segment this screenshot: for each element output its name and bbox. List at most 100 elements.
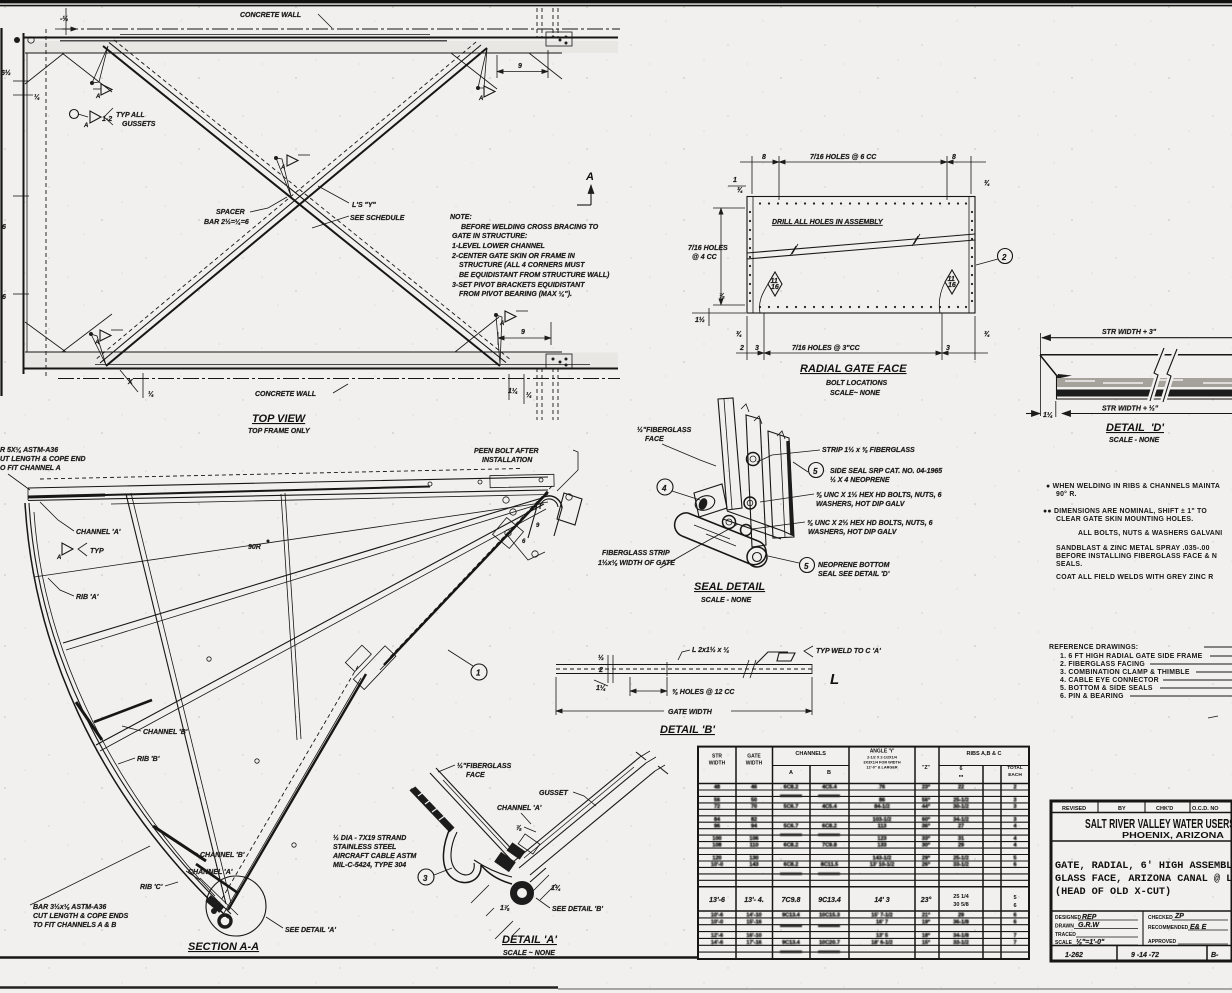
svg-text:56°: 56°	[922, 797, 930, 803]
svg-text:10C20.7: 10C20.7	[819, 940, 840, 946]
svg-text:STR WIDTH + ½": STR WIDTH + ½"	[1102, 405, 1159, 413]
svg-text:STR WIDTH + 3": STR WIDTH + 3"	[1102, 329, 1157, 336]
svg-text:7C9.8: 7C9.8	[782, 897, 801, 904]
svg-text:SALT RIVER VALLEY WATER USERS': SALT RIVER VALLEY WATER USERS'	[1085, 817, 1232, 831]
svg-text:3: 3	[423, 874, 428, 883]
svg-text:90° R.: 90° R.	[1056, 490, 1077, 498]
svg-text:123: 123	[877, 836, 886, 842]
svg-text:CHK'D: CHK'D	[1156, 806, 1173, 812]
svg-text:9C13.4: 9C13.4	[818, 897, 841, 904]
svg-text:15' 7-1/2: 15' 7-1/2	[871, 913, 893, 919]
svg-text:SEE DETAIL 'A': SEE DETAIL 'A'	[285, 927, 336, 934]
svg-text:29: 29	[958, 843, 964, 849]
svg-text:86: 86	[879, 797, 885, 803]
svg-text:16'-10: 16'-10	[746, 933, 761, 939]
svg-text:2-CENTER GATE SKIN OR FRAME IN: 2-CENTER GATE SKIN OR FRAME IN	[451, 253, 576, 260]
svg-text:TOP VIEW: TOP VIEW	[252, 413, 307, 425]
svg-text:DRILL ALL HOLES IN ASSEMBLY: DRILL ALL HOLES IN ASSEMBLY	[772, 219, 884, 226]
svg-text:RIBS A,B & C: RIBS A,B & C	[967, 751, 1002, 757]
svg-text:TYP ALL: TYP ALL	[116, 112, 145, 119]
svg-text:WASHERS, HOT DIP GALV: WASHERS, HOT DIP GALV	[816, 501, 906, 508]
svg-text:143-1/2: 143-1/2	[873, 856, 892, 862]
svg-text:2: 2	[739, 345, 744, 352]
svg-text:SEE SCHEDULE: SEE SCHEDULE	[350, 215, 405, 222]
svg-text:COAT ALL FIELD WELDS WITH GREY: COAT ALL FIELD WELDS WITH GREY ZINC R	[1056, 574, 1214, 581]
svg-text:FACE: FACE	[466, 772, 485, 779]
svg-text:RIB 'C': RIB 'C'	[140, 884, 163, 891]
svg-text:SCALE~ NONE: SCALE~ NONE	[830, 390, 880, 397]
svg-text:PHOENIX, ARIZONA: PHOENIX, ARIZONA	[1122, 830, 1224, 840]
svg-text:5: 5	[1013, 895, 1016, 901]
svg-text:¾: ¾	[984, 331, 990, 338]
svg-text:11: 11	[771, 278, 778, 285]
svg-text:FROM PIVOT BEARING (MAX ¼").: FROM PIVOT BEARING (MAX ¼").	[459, 291, 572, 298]
svg-text:3: 3	[755, 345, 759, 352]
svg-text:5C6.7: 5C6.7	[784, 823, 799, 829]
svg-text:●● DIMENSIONS ARE NOMINAL, SHI: ●● DIMENSIONS ARE NOMINAL, SHIFT ± 1" TO	[1043, 508, 1207, 515]
svg-text:WIDTH: WIDTH	[709, 761, 726, 767]
svg-text:70: 70	[751, 804, 757, 810]
svg-text:CHANNEL 'A': CHANNEL 'A'	[497, 805, 542, 812]
svg-text:16' 7: 16' 7	[876, 919, 888, 925]
svg-text:@ 4 CC: @ 4 CC	[692, 254, 718, 261]
svg-text:¼: ¼	[526, 392, 532, 399]
svg-text:15°: 15°	[922, 940, 930, 946]
svg-text:6C8.2: 6C8.2	[784, 785, 799, 791]
svg-text:L: L	[830, 671, 839, 688]
svg-text:6: 6	[2, 294, 6, 301]
svg-text:9 -14 -72: 9 -14 -72	[1131, 952, 1159, 959]
svg-text:106: 106	[749, 836, 758, 842]
svg-text:RADIAL GATE FACE: RADIAL GATE FACE	[800, 363, 907, 375]
svg-text:6. PIN & BEARING: 6. PIN & BEARING	[1060, 693, 1124, 700]
svg-text:½: ½	[598, 654, 604, 662]
svg-text:DETAIL 'A': DETAIL 'A'	[502, 934, 557, 946]
svg-text:SCALE: SCALE	[1055, 940, 1073, 946]
svg-text:NOTE:: NOTE:	[450, 214, 472, 221]
svg-text:TYP WELD TO C 'A': TYP WELD TO C 'A'	[816, 648, 881, 655]
svg-text:7/16 HOLES: 7/16 HOLES	[688, 245, 728, 252]
svg-text:SEAL DETAIL: SEAL DETAIL	[694, 581, 765, 593]
svg-text:DETAIL 'B': DETAIL 'B'	[660, 724, 715, 736]
svg-text:⅜ UNC X 1½ HEX HD BOLTS, NUTS,: ⅜ UNC X 1½ HEX HD BOLTS, NUTS, 6	[816, 491, 942, 499]
svg-text:CONCRETE WALL: CONCRETE WALL	[240, 12, 301, 19]
svg-text:BAR 2½=¼=6: BAR 2½=¼=6	[204, 218, 249, 226]
svg-text:O FIT CHANNEL A: O FIT CHANNEL A	[0, 465, 61, 472]
svg-text:6½: 6½	[1, 69, 11, 77]
svg-text:AIRCRAFT CABLE ASTM: AIRCRAFT CABLE ASTM	[332, 853, 417, 860]
svg-text:●●: ●●	[959, 773, 964, 778]
svg-text:10'-0: 10'-0	[711, 919, 723, 925]
svg-text:"Z": "Z"	[922, 765, 930, 771]
svg-text:19°: 19°	[922, 919, 930, 925]
svg-text:7/16 HOLES @ 3"CC: 7/16 HOLES @ 3"CC	[792, 345, 861, 352]
svg-text:SPACER: SPACER	[216, 209, 245, 216]
svg-text:A: A	[478, 96, 483, 102]
svg-text:4C5.4: 4C5.4	[822, 804, 838, 810]
svg-text:BOLT LOCATIONS: BOLT LOCATIONS	[826, 380, 888, 387]
svg-text:6: 6	[1013, 913, 1016, 919]
svg-text:WASHERS, HOT DIP GALV: WASHERS, HOT DIP GALV	[808, 529, 898, 536]
svg-text:A: A	[499, 321, 504, 327]
svg-text:CHANNEL 'A': CHANNEL 'A'	[76, 529, 121, 536]
svg-text:CHANNEL 'A': CHANNEL 'A'	[188, 869, 233, 876]
svg-text:12'-6: 12'-6	[711, 933, 723, 939]
svg-text:103-1/2: 103-1/2	[873, 817, 892, 823]
svg-text:4: 4	[1013, 843, 1017, 849]
svg-text:22: 22	[958, 785, 964, 791]
svg-text:8C11.5: 8C11.5	[821, 862, 838, 868]
svg-text:SCALE ~ NONE: SCALE ~ NONE	[503, 950, 555, 957]
svg-text:10'-0: 10'-0	[711, 862, 723, 868]
svg-text:RIB 'B': RIB 'B'	[137, 756, 160, 763]
svg-text:8: 8	[952, 154, 956, 161]
svg-text:12'-0" & LARGER: 12'-0" & LARGER	[866, 766, 897, 770]
svg-text:3: 3	[1013, 797, 1016, 803]
svg-text:⅞: ⅞	[719, 293, 725, 300]
svg-text:L'S "Y": L'S "Y"	[352, 202, 377, 209]
svg-text:17'-16: 17'-16	[746, 940, 761, 946]
svg-text:9C13.4: 9C13.4	[782, 940, 801, 946]
svg-text:9: 9	[518, 63, 522, 70]
svg-text:SANDBLAST & ZINC METAL SPRAY .: SANDBLAST & ZINC METAL SPRAY .035-.00	[1056, 545, 1210, 552]
svg-text:CONCRETE WALL: CONCRETE WALL	[255, 391, 316, 398]
svg-text:120: 120	[712, 856, 721, 862]
svg-text:36°: 36°	[922, 823, 930, 829]
svg-text:CHANNEL 'B': CHANNEL 'B'	[200, 852, 245, 859]
